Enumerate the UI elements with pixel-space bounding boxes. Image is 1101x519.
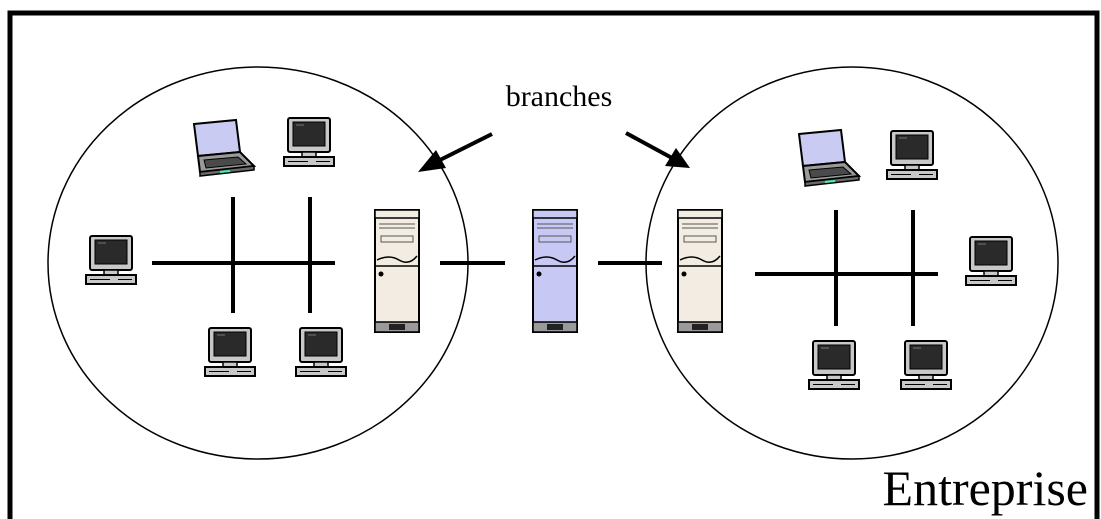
- monitor-icon: [808, 340, 860, 390]
- monitor-icon: [886, 130, 938, 180]
- monitor-icon: [900, 340, 952, 390]
- monitor-icon: [85, 235, 137, 285]
- entreprise-label: Entreprise: [883, 460, 1088, 516]
- laptop-icon: [193, 119, 255, 177]
- server-icon: [677, 209, 723, 333]
- monitor-icon: [204, 327, 256, 377]
- arrow-to-left-branch: [418, 132, 493, 172]
- branches-label: branches: [506, 80, 613, 113]
- right-lan-bus: [755, 210, 938, 326]
- monitor-icon: [965, 236, 1017, 286]
- arrow-to-right-branch: [625, 131, 690, 168]
- server-icon: [532, 209, 578, 333]
- monitor-icon: [283, 117, 335, 167]
- server-icon: [374, 209, 420, 333]
- monitor-icon: [295, 327, 347, 377]
- laptop-icon: [798, 129, 860, 187]
- left-lan-bus: [152, 197, 335, 313]
- diagram-frame: [7, 10, 1100, 519]
